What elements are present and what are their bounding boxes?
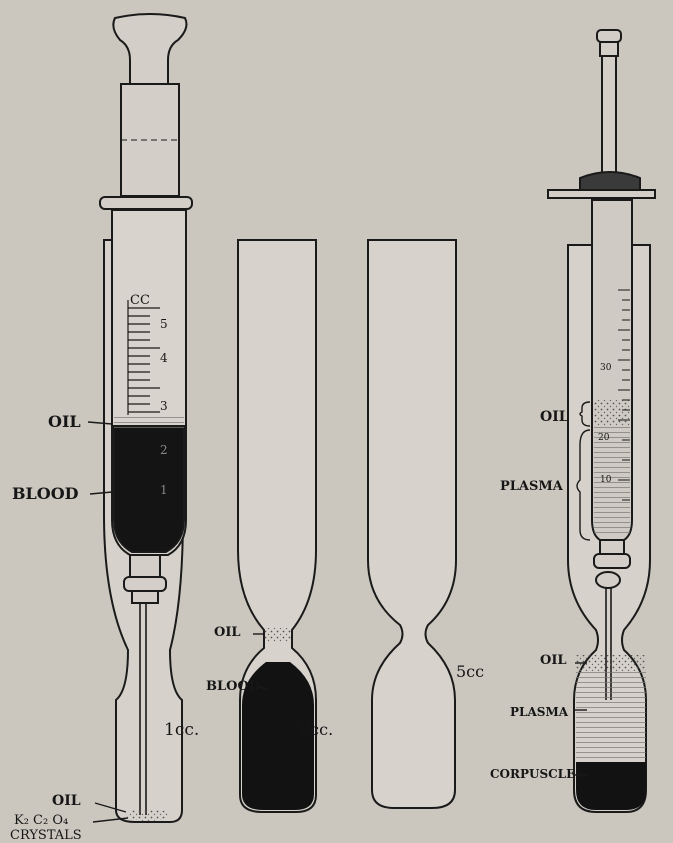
label-oil-tube2: OIL: [214, 626, 241, 639]
right-clamp: [548, 190, 655, 198]
tube-2cc-oil: [264, 628, 292, 642]
label-oil-bottom: OIL: [52, 794, 81, 808]
label-oil-right-top: OIL: [540, 410, 569, 424]
label-plasma-right-top: PLASMA: [500, 480, 563, 493]
left-syringe-apparatus: [100, 14, 192, 822]
plunger-stem: [121, 84, 179, 196]
right-plunger-stem: [602, 56, 616, 176]
tube-5cc: [368, 240, 456, 808]
right-mark-20: 20: [598, 434, 609, 443]
label-corpuscles: CORPUSCLES: [490, 768, 584, 780]
right-mark-10: 10: [600, 476, 611, 485]
syringe-mark-2: 2: [160, 444, 168, 456]
syringe-mark-5: 5: [160, 318, 168, 330]
label-blood-syringe: BLOOD: [12, 486, 79, 502]
syringe-mark-1: 1: [160, 484, 168, 496]
label-k2c2o4: K₂ C₂ O₄: [14, 814, 68, 827]
label-crystals: CRYSTALS: [10, 829, 82, 842]
oil-layer-syringe: [114, 416, 184, 428]
blood-column-syringe: [114, 426, 184, 552]
syringe-mark-4: 4: [160, 352, 168, 364]
label-1cc: 1cc.: [164, 722, 199, 739]
right-plasma-bulb: [576, 671, 646, 761]
label-5cc: 5cc: [456, 664, 484, 680]
right-oil-layer-top: [594, 400, 630, 426]
label-blood-tube2: BLOOD: [206, 680, 260, 693]
label-plasma-right-bottom: PLASMA: [510, 706, 568, 718]
plunger-head: [113, 14, 186, 84]
right-mark-30: 30: [600, 364, 611, 373]
label-2cc: 2cc.: [300, 722, 333, 738]
right-plunger-knob: [597, 30, 621, 42]
label-oil-syringe: OIL: [48, 414, 81, 430]
finger-flange: [100, 197, 192, 209]
syringe-nozzle: [130, 555, 160, 577]
right-corpuscles: [576, 762, 646, 810]
tube-5cc-outline: [368, 240, 456, 808]
syringe-mark-3: 3: [160, 400, 168, 412]
label-oil-right-bottom: OIL: [540, 654, 567, 667]
syringe-scale-unit: CC: [130, 294, 150, 307]
k2c2o4-crystals: [126, 809, 170, 821]
